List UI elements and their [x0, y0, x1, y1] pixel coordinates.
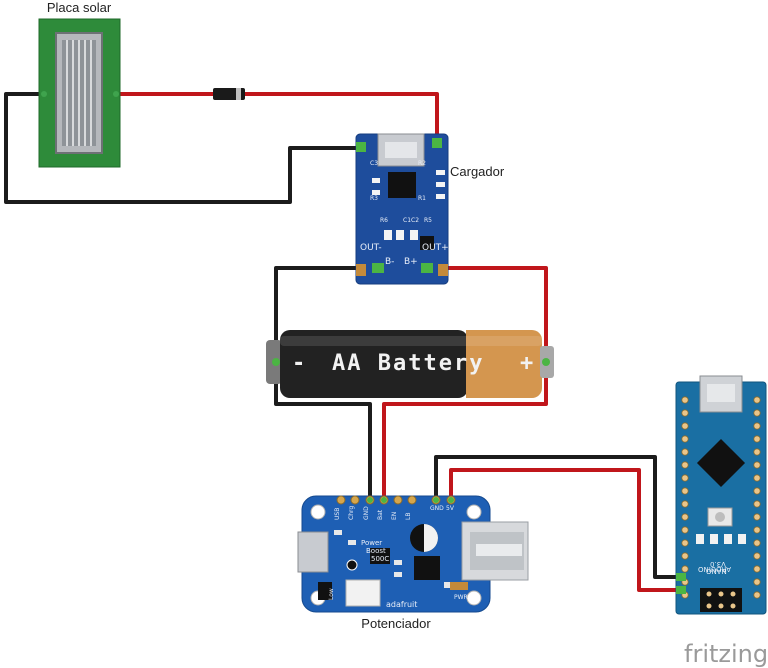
booster-pin-usb: USB [334, 508, 341, 520]
svg-text:C1C2: C1C2 [403, 217, 419, 224]
charger-b-minus-label: B- [385, 257, 394, 267]
svg-text:R3: R3 [370, 195, 378, 202]
charger-label: Cargador [450, 164, 505, 179]
svg-text:R2: R2 [418, 160, 426, 167]
battery-minus-label: - [292, 351, 307, 376]
booster-pin-lb: LB [405, 513, 412, 520]
wires [4, 92, 682, 592]
svg-text:R6: R6 [380, 217, 388, 224]
arduino-name-1: ARDUINO [698, 565, 731, 573]
booster-pin-bat: Bat [377, 509, 384, 520]
wire-booster-gnd [434, 455, 682, 579]
wire-solar-negative [4, 92, 364, 204]
booster-board: USB Chrg GND Bat EN LB GND 5V [297, 495, 529, 631]
booster-name-1: Power [361, 539, 382, 547]
booster-pin-chrg: Chrg [348, 506, 355, 520]
solar-panel-label: Placa solar [47, 0, 112, 15]
booster-low: Low [328, 588, 335, 600]
aa-battery: - AA Battery + [266, 330, 554, 398]
charger-b-plus-label: B+ [404, 257, 418, 267]
booster-brand: adafruit [386, 600, 417, 609]
wire-diode-to-charger [242, 92, 439, 144]
wire-charger-b-plus [382, 266, 548, 502]
arduino-name-2: NANO [706, 567, 727, 575]
charger-board: C3 R3 R6 R5 C1C2 R2 R1 OUT- OUT+ B- B+ C… [355, 133, 505, 285]
booster-name-2: Boost [366, 547, 386, 555]
wire-charger-b-minus [274, 266, 380, 502]
fritzing-watermark: fritzing [684, 640, 768, 668]
svg-text:C3: C3 [370, 160, 378, 167]
booster-label: Potenciador [361, 616, 431, 631]
booster-pwr: PWR [454, 594, 468, 601]
battery-plus-label: + [520, 351, 535, 376]
booster-pin-gnd-out: GND [430, 505, 444, 512]
charger-out-minus-label: OUT- [360, 243, 382, 253]
svg-text:R1: R1 [418, 195, 426, 202]
booster-name-3: 500C [371, 555, 389, 563]
arduino-nano: ARDUINO NANO V3.0 [675, 375, 767, 615]
diode [213, 88, 245, 100]
solar-panel: Placa solar [38, 0, 121, 168]
battery-title: AA Battery [332, 351, 484, 376]
svg-text:R5: R5 [424, 217, 432, 224]
booster-pin-en: EN [391, 512, 398, 520]
booster-pin-5v: 5V [446, 505, 455, 512]
wire-endpoints [367, 497, 454, 503]
charger-out-plus-label: OUT+ [422, 243, 449, 253]
wire-booster-5v [449, 468, 682, 592]
arduino-name-3: V3.0 [710, 560, 726, 568]
booster-pin-gnd: GND [363, 506, 370, 520]
